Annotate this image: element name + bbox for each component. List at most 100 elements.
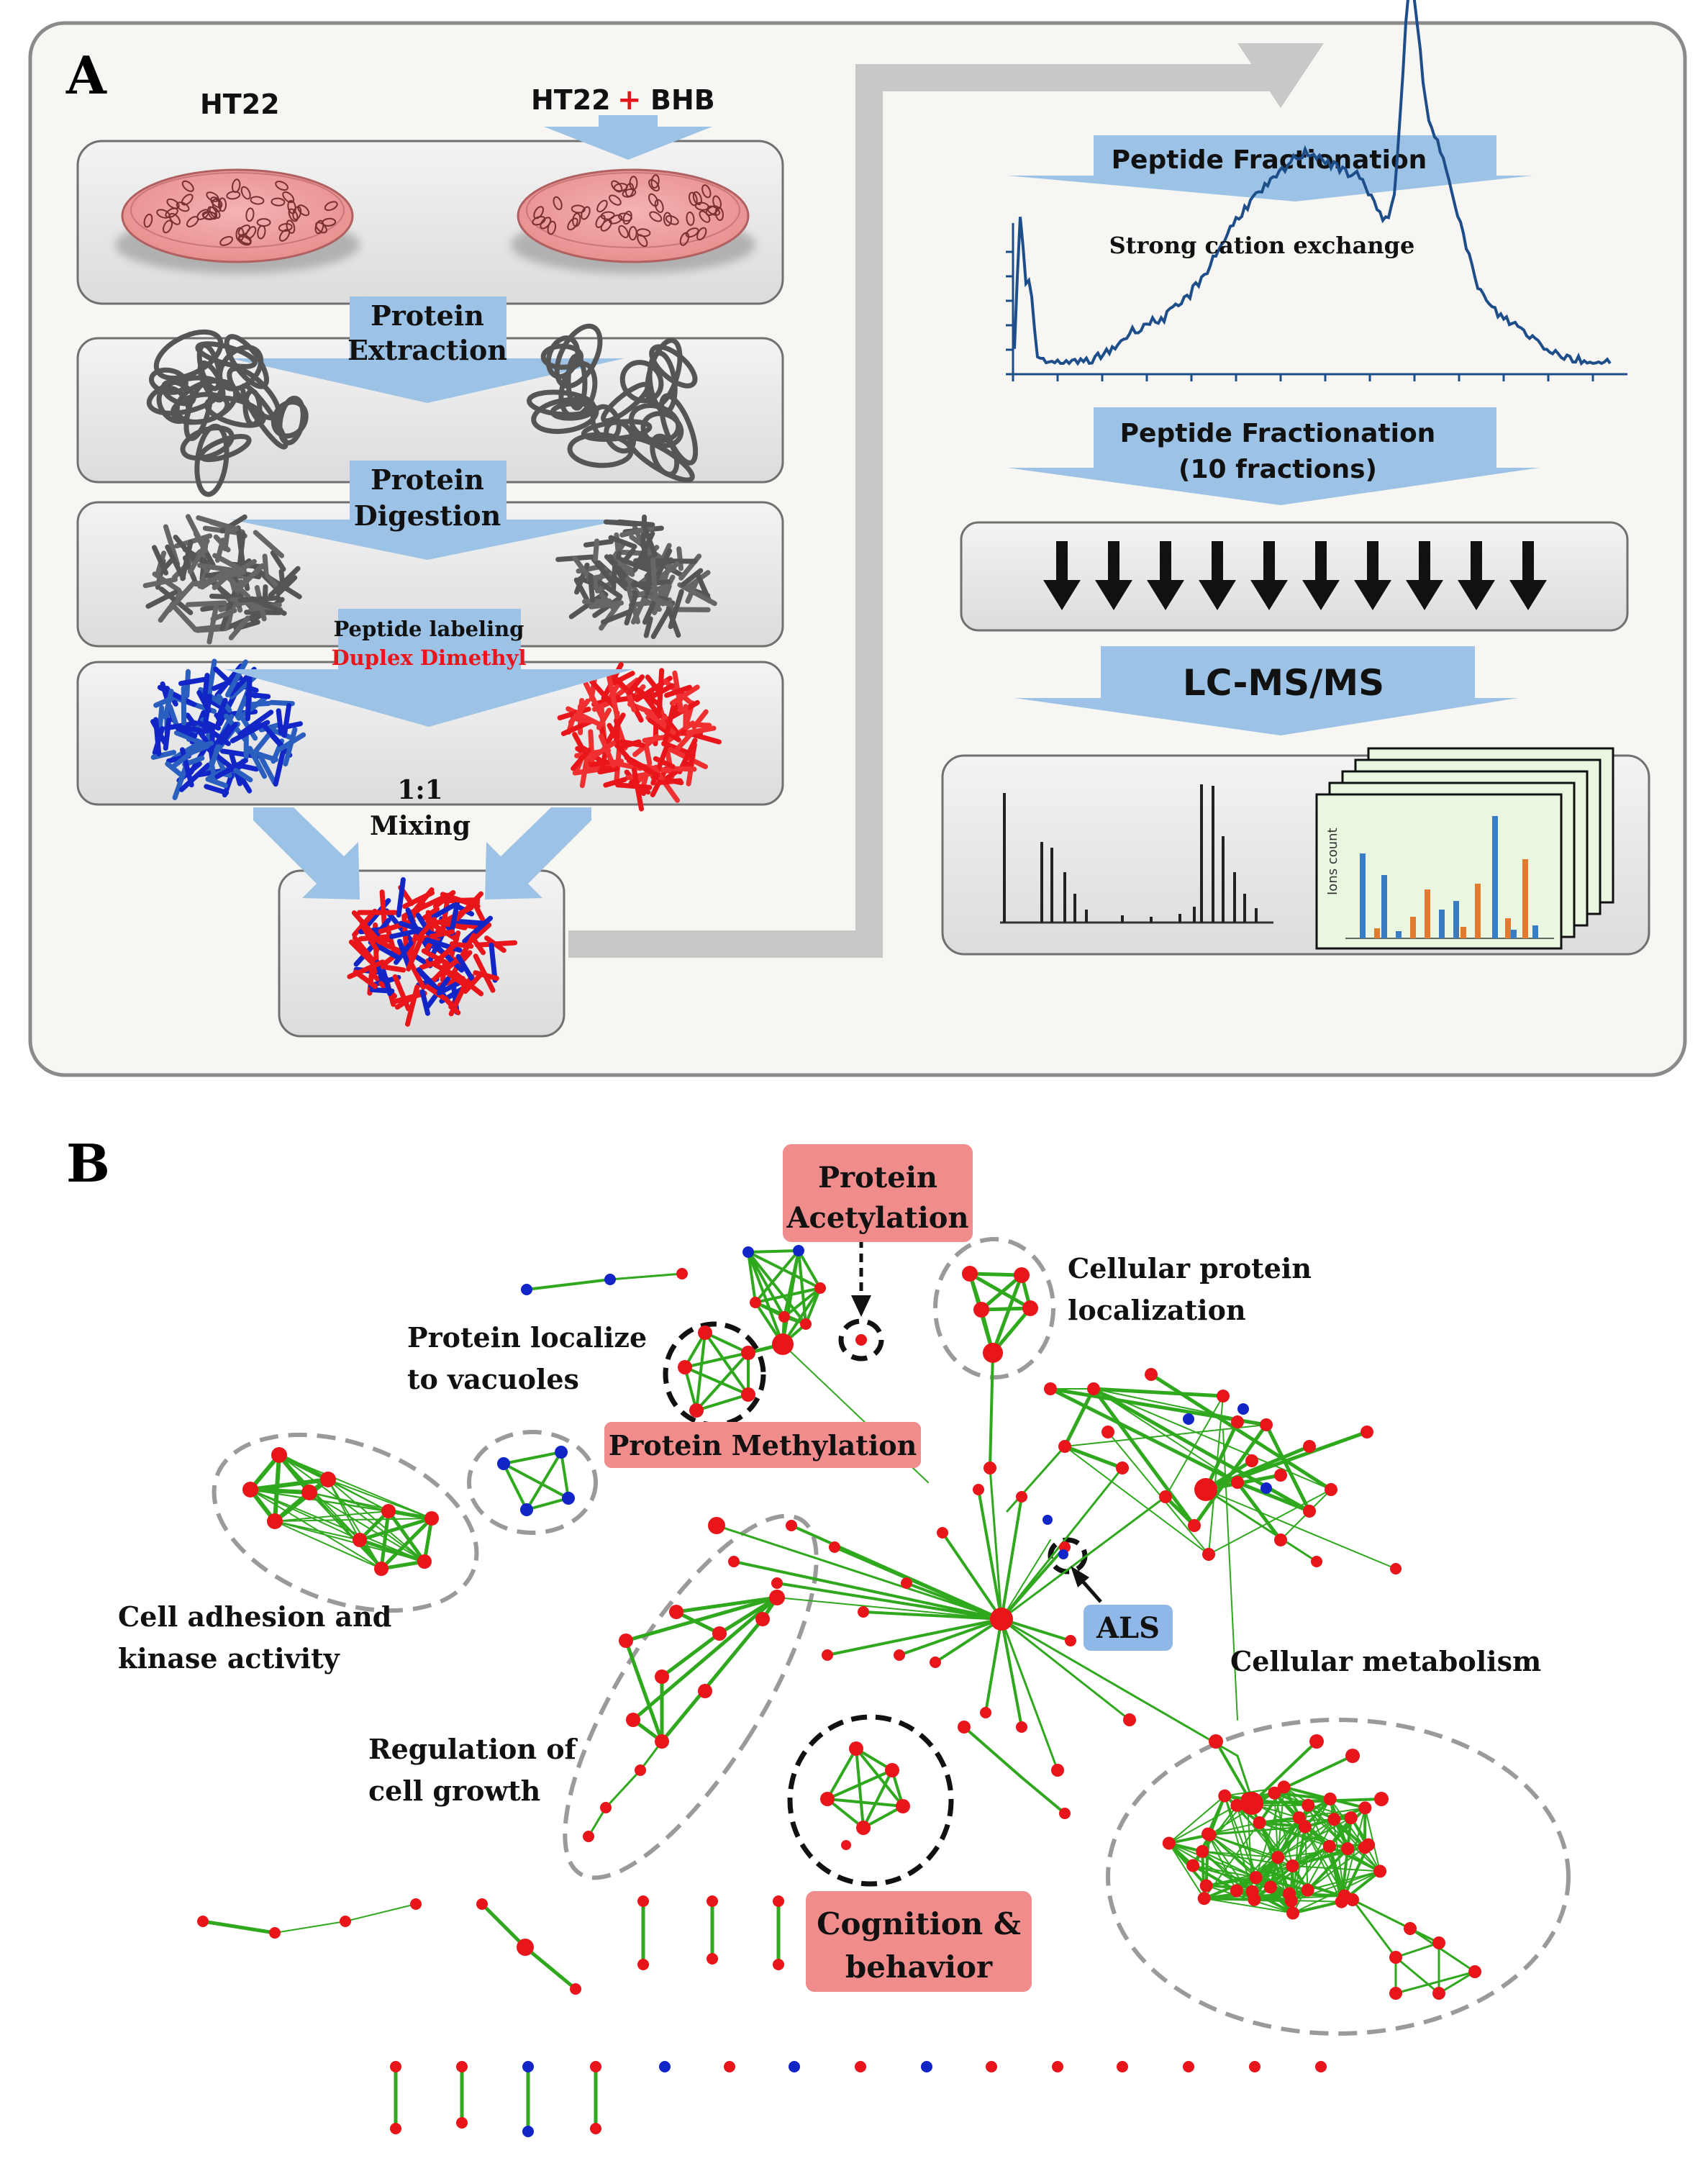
cell xyxy=(210,196,223,209)
node-up xyxy=(698,1326,712,1340)
peptide-red xyxy=(607,674,620,720)
protein-strand xyxy=(567,432,634,468)
cell xyxy=(143,213,153,228)
network-edge xyxy=(1063,1444,1125,1470)
cell xyxy=(250,196,265,205)
network-edge xyxy=(747,1249,800,1254)
node-up xyxy=(1322,1839,1336,1853)
scx-chromatogram: Strong cation exchange xyxy=(1006,0,1627,381)
cell xyxy=(547,220,557,235)
peptide-blue xyxy=(150,750,177,760)
node-up xyxy=(1162,1836,1176,1850)
peptide xyxy=(228,615,250,640)
node-up xyxy=(885,1763,899,1777)
peptide-mixed xyxy=(484,935,507,953)
peptide-red xyxy=(596,707,612,730)
cluster-outline-cellular-protein-localization xyxy=(933,1237,1055,1379)
cell xyxy=(324,201,338,212)
cell xyxy=(701,184,712,199)
node-up xyxy=(841,1840,851,1850)
node-up xyxy=(635,1764,646,1776)
peptide xyxy=(219,568,251,599)
peptide-mixed xyxy=(455,953,475,982)
node-up xyxy=(374,1562,389,1576)
node-up xyxy=(983,1343,1003,1363)
acetylation-label-2: Acetylation xyxy=(786,1201,968,1235)
ions-count-label: Ions count xyxy=(1325,828,1340,895)
acetylation-highlight xyxy=(783,1144,973,1242)
network-edge xyxy=(1163,1495,1196,1528)
node-up xyxy=(390,2061,401,2072)
node-up xyxy=(1268,1786,1281,1800)
fraction-arrow-head xyxy=(1199,580,1236,610)
peptide xyxy=(676,546,684,571)
peptide-blue xyxy=(214,758,248,779)
node-up xyxy=(1271,1851,1285,1864)
node-up xyxy=(417,1554,432,1569)
fraction-arrow-shaft xyxy=(1471,541,1482,583)
network-edge xyxy=(695,1393,750,1412)
network-edge xyxy=(968,1272,1024,1277)
scx-label: Strong cation exchange xyxy=(1109,232,1415,259)
network-edge xyxy=(1258,1816,1301,1824)
network-edge xyxy=(609,1272,683,1281)
cell xyxy=(315,222,327,234)
peptide-mixed xyxy=(351,910,383,945)
peptide-mixed xyxy=(389,928,422,939)
peptide-mixed xyxy=(348,939,376,966)
peptide xyxy=(212,553,242,571)
network-edge xyxy=(274,1510,389,1522)
peptide-mixed xyxy=(429,929,455,939)
als-label: ALS xyxy=(1096,1611,1160,1645)
network-edge xyxy=(1208,1794,1227,1836)
peptide-red xyxy=(650,745,669,786)
extraction-arrow xyxy=(230,296,624,403)
node-up xyxy=(456,2117,468,2129)
network-edge xyxy=(502,1462,570,1500)
peptide-blue xyxy=(165,761,185,779)
node-up xyxy=(769,1590,785,1605)
node-up xyxy=(676,1268,688,1279)
node-up xyxy=(678,1360,692,1374)
cell xyxy=(165,207,178,218)
network-edge xyxy=(977,1488,1003,1621)
fraction-arrow-head xyxy=(1509,580,1547,610)
node-up xyxy=(269,1927,281,1939)
node-up xyxy=(980,1707,991,1718)
ion-bar xyxy=(1511,930,1517,938)
node-up xyxy=(856,1821,871,1835)
node-up xyxy=(814,1282,826,1294)
peptide xyxy=(695,571,712,604)
node-up xyxy=(456,2061,468,2072)
vacuoles-label-2: to vacuoles xyxy=(407,1363,579,1395)
network-edge xyxy=(309,1492,382,1569)
node-up xyxy=(1116,1462,1129,1474)
peptide xyxy=(169,602,199,633)
peptide-blue xyxy=(178,762,211,792)
cell xyxy=(649,211,663,222)
peptide-mixed xyxy=(449,941,474,949)
node-up xyxy=(1373,1864,1387,1878)
peptide-red xyxy=(611,671,635,686)
network-edge xyxy=(1250,1856,1280,1893)
network-edge xyxy=(1327,1844,1346,1898)
peptide-mixed xyxy=(396,938,412,970)
peptide-mixed xyxy=(404,951,426,990)
network-edge xyxy=(989,1351,994,1469)
node-up xyxy=(773,1959,784,1970)
peptide-red xyxy=(656,778,683,786)
node-up xyxy=(1303,1505,1316,1518)
node-down xyxy=(659,2061,671,2072)
peptide xyxy=(596,579,623,599)
node-up xyxy=(1101,1426,1114,1438)
network-edge xyxy=(327,1479,425,1562)
cell xyxy=(226,191,241,200)
node-up xyxy=(1016,1721,1027,1733)
network-edge xyxy=(1224,1795,1253,1893)
peptide-red xyxy=(627,674,645,695)
fraction-arrow-shaft xyxy=(1212,541,1223,583)
fraction-arrow-head xyxy=(1147,580,1184,610)
cluster-outline-cell-growth xyxy=(563,1513,819,1880)
cluster-outline-metabolism xyxy=(1106,1718,1571,2036)
network-edge xyxy=(1333,1818,1381,1872)
